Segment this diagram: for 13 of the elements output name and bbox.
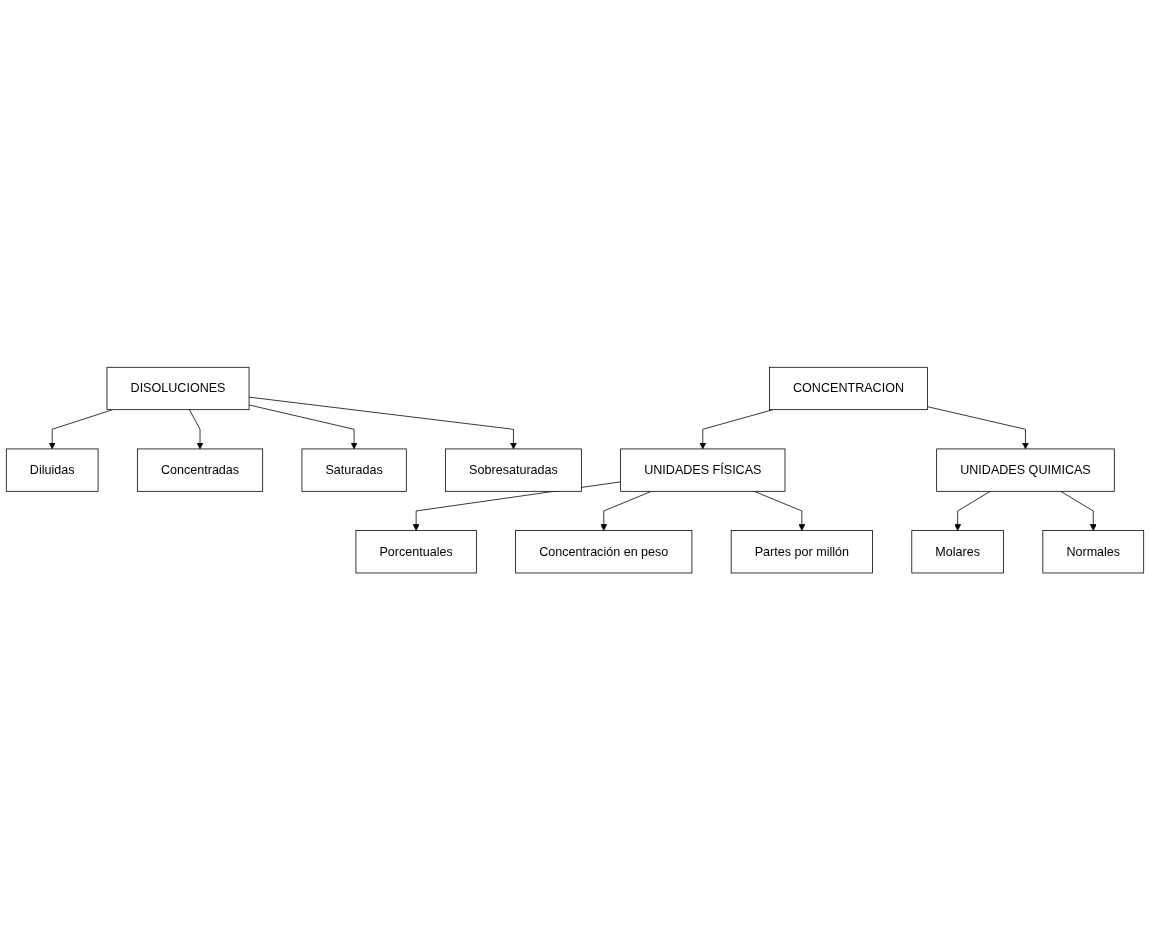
node-box: Concentración en peso bbox=[515, 530, 693, 574]
node-box: CONCENTRACION bbox=[769, 366, 928, 410]
node-box: Sobresaturadas bbox=[445, 448, 582, 492]
node-box: Diluidas bbox=[5, 448, 99, 492]
node-box: Molares bbox=[911, 530, 1004, 574]
node-box: Normales bbox=[1042, 530, 1145, 574]
node-box: UNIDADES FÍSICAS bbox=[620, 448, 786, 492]
node-box: Saturadas bbox=[301, 448, 407, 492]
node-box: Partes por millón bbox=[730, 530, 873, 574]
node-box: UNIDADES QUIMICAS bbox=[936, 448, 1115, 492]
node-box: Concentradas bbox=[136, 448, 264, 492]
node-box: Porcentuales bbox=[355, 530, 477, 574]
node-box: DISOLUCIONES bbox=[106, 366, 250, 410]
